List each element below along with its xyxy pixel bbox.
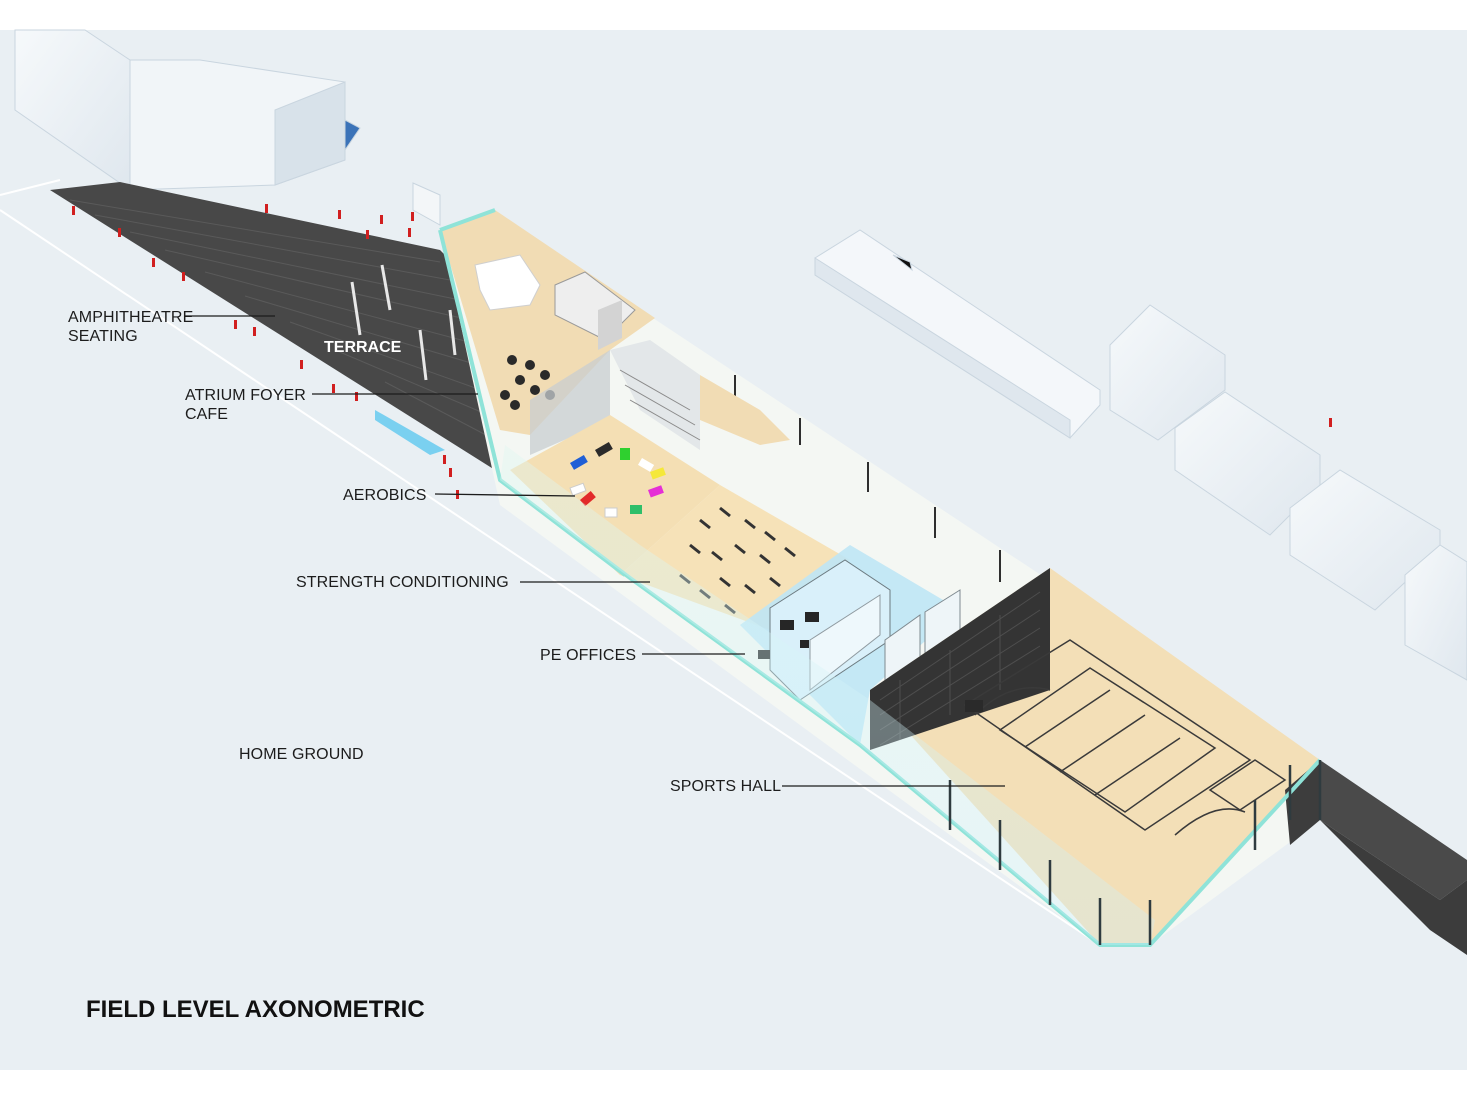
label-atrium-foyer: ATRIUM FOYER xyxy=(185,387,306,404)
basketball-hoop xyxy=(965,700,983,712)
terrace xyxy=(50,182,645,585)
stair-core xyxy=(554,271,636,350)
terrace-canopy-posts xyxy=(350,264,457,381)
glass-facade-fill xyxy=(500,445,1155,945)
label-amphitheatre: AMPHITHEATRE xyxy=(68,309,194,326)
label-cafe: CAFE xyxy=(185,406,229,423)
amphitheatre-steps xyxy=(69,199,506,446)
label-aerobics: AEROBICS xyxy=(343,487,427,504)
drawing-title: FIELD LEVEL AXONOMETRIC xyxy=(86,996,425,1023)
court-markings xyxy=(963,639,1287,836)
label-pe-offices: PE OFFICES xyxy=(540,647,637,664)
small-pavilion xyxy=(412,182,441,226)
sports-hall xyxy=(870,568,1320,945)
aerobics-mats xyxy=(569,442,666,518)
central-stair xyxy=(610,340,790,450)
cafe-layout-table xyxy=(474,254,541,311)
building-long-bar xyxy=(814,229,1101,439)
label-strength-conditioning: STRENGTH CONDITIONING xyxy=(296,574,509,591)
sports-hall-wall xyxy=(870,568,1050,750)
ground-outline xyxy=(0,179,1101,946)
label-seating: SEATING xyxy=(68,328,138,345)
facade-mullions xyxy=(948,760,1322,945)
building-top-left xyxy=(14,29,361,191)
aerobics-studio xyxy=(510,415,720,575)
change-room-walls xyxy=(884,589,961,692)
building-right-1 xyxy=(1109,304,1226,441)
label-home-ground: HOME GROUND xyxy=(239,746,364,763)
sports-hall-end-wall xyxy=(1285,760,1320,845)
label-terrace: TERRACE xyxy=(324,339,402,356)
building-right-4 xyxy=(1404,544,1467,681)
neighbouring-buildings xyxy=(14,29,1467,681)
terrace-glass-edge xyxy=(375,410,445,455)
label-sports-hall: SPORTS HALL xyxy=(670,778,782,795)
leader-lines xyxy=(184,315,1005,787)
